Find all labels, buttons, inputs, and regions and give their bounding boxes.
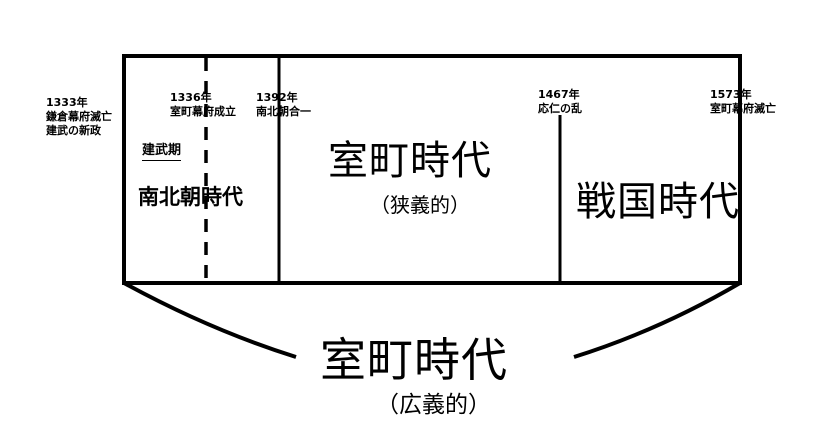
event-1336: 1336年 室町幕府成立 [170, 91, 236, 119]
period-kenmu-label: 建武期 [142, 143, 182, 162]
event-1333-line2: 建武の新政 [46, 123, 101, 137]
period-muromachi-broad-label: 室町時代 [320, 333, 508, 387]
event-1467-year: 1467年 [538, 88, 580, 101]
event-1573-line1: 室町幕府滅亡 [710, 101, 776, 115]
event-1336-year: 1336年 [170, 91, 212, 104]
event-1333-line1: 鎌倉幕府滅亡 [46, 109, 112, 123]
event-1333-year: 1333年 [46, 96, 88, 109]
event-1467-line1: 応仁の乱 [538, 101, 582, 115]
period-muromachi-narrow-label: 室町時代 [328, 138, 492, 184]
period-muromachi-narrow-sub: （狭義的） [370, 193, 470, 217]
period-sengoku-label: 戦国時代 [576, 179, 740, 225]
event-1573-year: 1573年 [710, 88, 752, 101]
brace-left-arc [123, 281, 297, 359]
event-1392-year: 1392年 [256, 91, 298, 104]
period-muromachi-broad-sub: （広義的） [376, 392, 491, 418]
event-1392: 1392年 南北朝合一 [256, 91, 311, 119]
event-1392-line1: 南北朝合一 [256, 104, 311, 118]
event-1333: 1333年 鎌倉幕府滅亡 建武の新政 [46, 96, 112, 137]
period-nanbokucho-label: 南北朝時代 [138, 185, 243, 209]
event-1573: 1573年 室町幕府滅亡 [710, 88, 776, 116]
event-1336-line1: 室町幕府成立 [170, 104, 236, 118]
brace-right-arc [573, 281, 742, 359]
event-1467: 1467年 応仁の乱 [538, 88, 582, 116]
